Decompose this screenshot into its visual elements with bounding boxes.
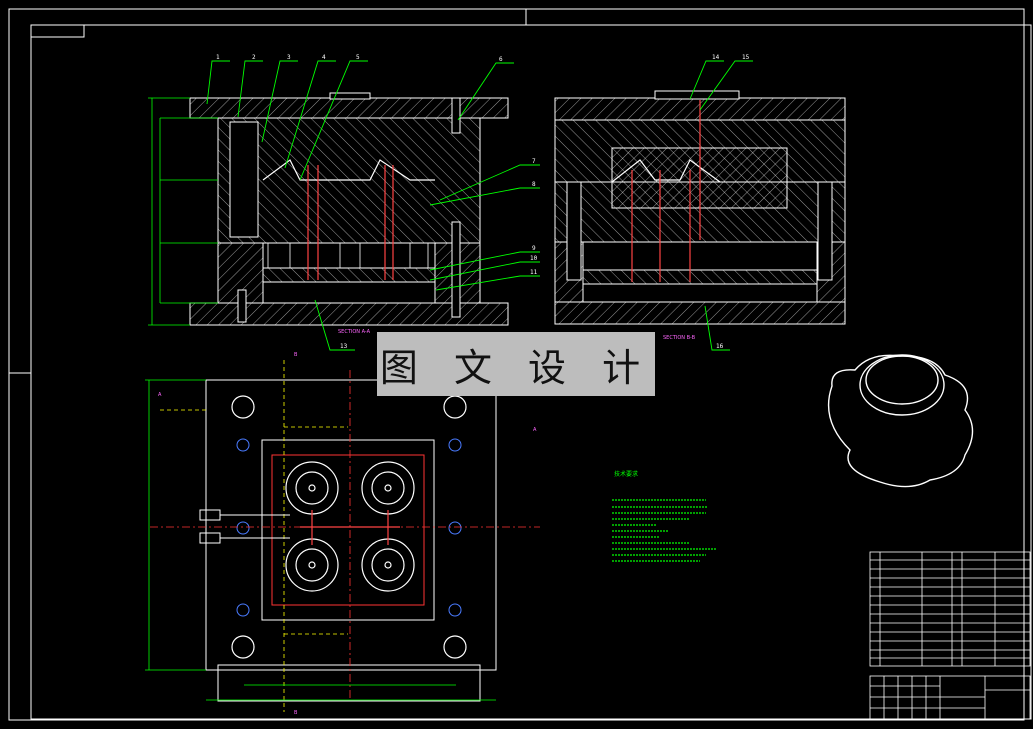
part-number-4: 4 xyxy=(322,54,326,61)
part-number-5: 5 xyxy=(356,54,360,61)
watermark-text: 图 文 设 计 xyxy=(379,345,653,390)
part-number-13: 13 xyxy=(340,343,348,350)
part-number-1: 1 xyxy=(216,54,220,61)
balloon-leaders xyxy=(206,60,753,351)
section-marker: B xyxy=(294,710,298,716)
section-marker: B xyxy=(294,352,298,358)
section-view-b xyxy=(554,90,846,325)
product-view xyxy=(827,354,974,488)
section-markers: B B A A xyxy=(158,352,537,716)
section-view-a xyxy=(148,92,509,326)
part-number-9: 9 xyxy=(532,245,536,252)
section-label-b: SECTION B-B xyxy=(663,335,696,341)
section-marker: A xyxy=(533,427,537,433)
section-label-a: SECTION A-A xyxy=(338,329,371,335)
part-number-15: 15 xyxy=(742,54,750,61)
title-block xyxy=(869,551,1031,720)
part-number-7: 7 xyxy=(532,158,536,165)
part-number-10: 10 xyxy=(530,255,538,262)
watermark-stamp: 图 文 设 计 xyxy=(377,332,655,396)
section-marker: A xyxy=(158,392,162,398)
part-number-8: 8 xyxy=(532,181,536,188)
plan-view xyxy=(145,360,540,712)
part-number-6: 6 xyxy=(499,56,503,63)
part-number-labels: 1 2 3 4 5 6 7 8 9 10 11 13 14 15 16 xyxy=(216,54,750,350)
part-number-2: 2 xyxy=(252,54,256,61)
part-number-16: 16 xyxy=(716,343,724,350)
drawing-frame xyxy=(8,8,1032,721)
part-number-14: 14 xyxy=(712,54,720,61)
tech-notes: 技术要求 xyxy=(612,470,716,562)
part-number-11: 11 xyxy=(530,269,538,276)
notes-title: 技术要求 xyxy=(614,470,638,478)
part-number-3: 3 xyxy=(287,54,291,61)
